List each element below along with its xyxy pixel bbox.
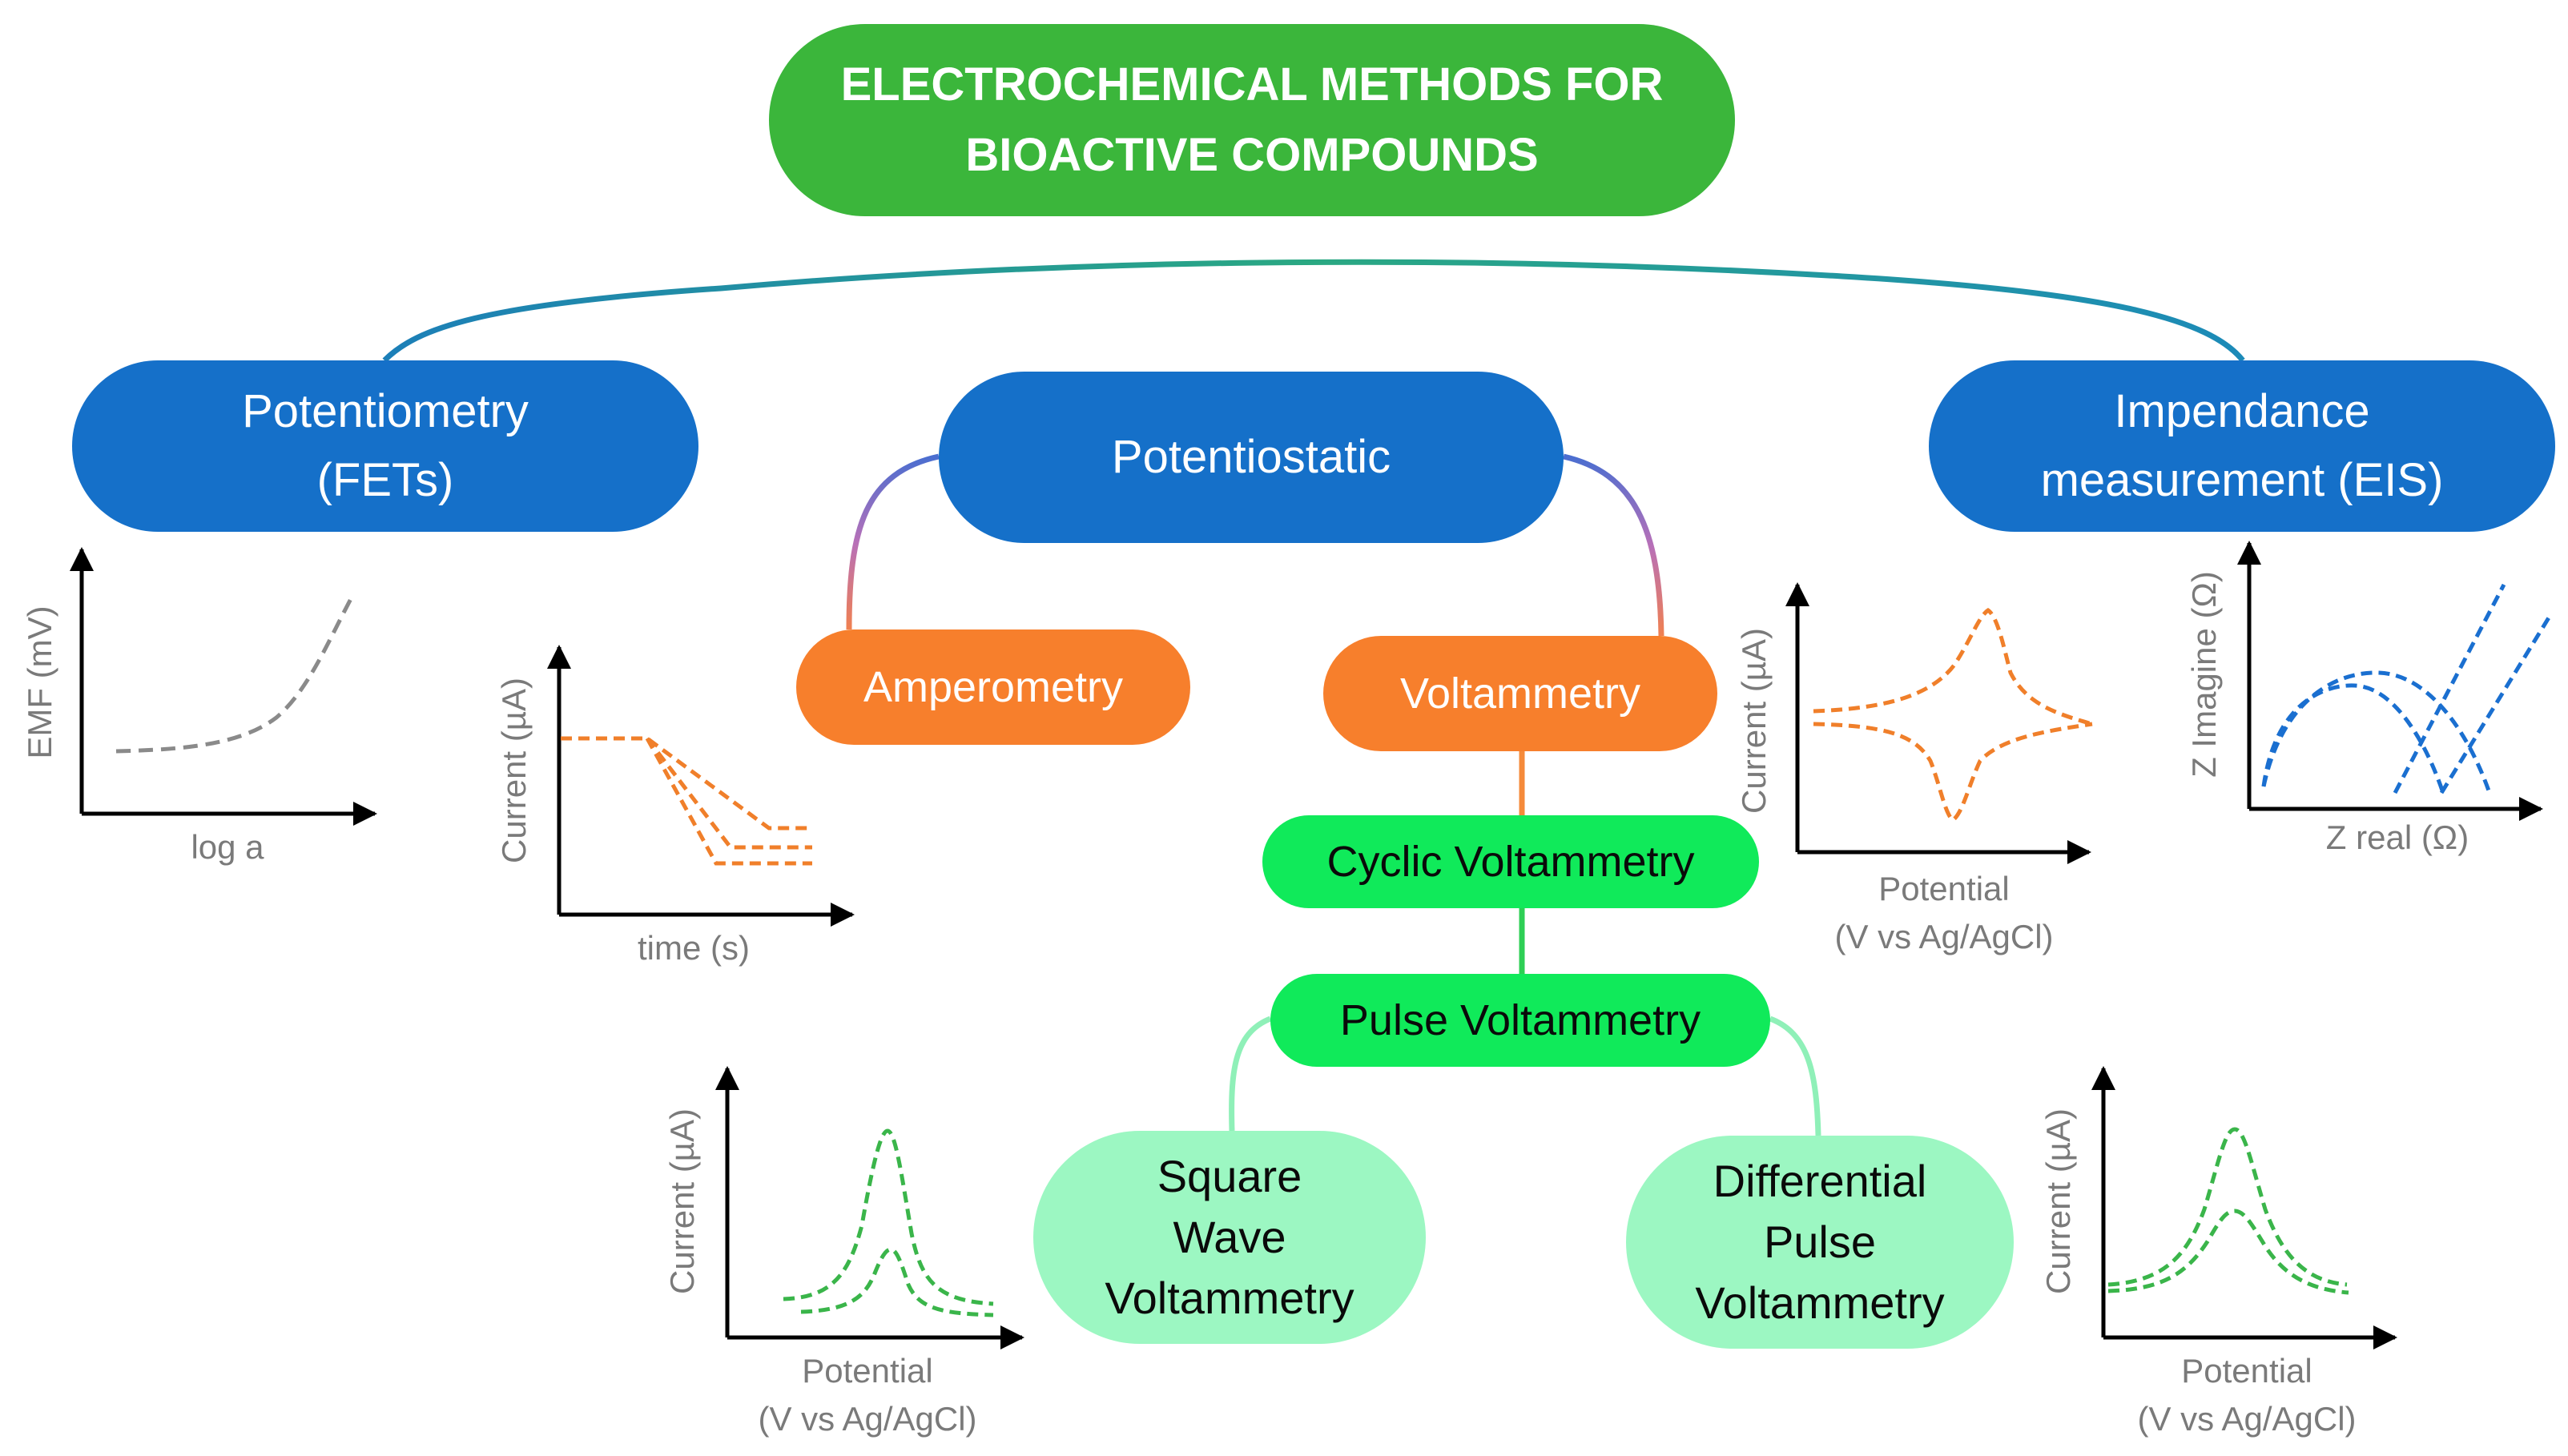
cyclic-graph	[1785, 582, 2093, 864]
differential-x-label-line-2: (V vs Ag/AgCl)	[2137, 1400, 2357, 1438]
square-wave-connector	[1229, 1016, 1272, 1132]
potentiometry-graph	[70, 547, 377, 826]
current-trace-3	[645, 737, 812, 866]
square-wave-line-2: Wave	[1173, 1212, 1286, 1262]
square-wave-node: Square Wave Voltammetry	[1033, 1131, 1426, 1344]
cyclic-x-label-line-2: (V vs Ag/AgCl)	[1834, 918, 2054, 955]
potentiometry-y-label: EMF (mV)	[21, 605, 58, 759]
differential-pulse-node: Differential Pulse Voltammetry	[1626, 1136, 2014, 1349]
differential-x-label: Potential (V vs Ag/AgCl)	[2115, 1347, 2379, 1443]
eis-y-label: Z Imagine (Ω)	[2185, 571, 2223, 778]
differential-line-3: Voltammetry	[1695, 1277, 1945, 1328]
cyclic-voltammetry-node: Cyclic Voltammetry	[1262, 815, 1759, 908]
potentiostatic-label: Potentiostatic	[1111, 431, 1391, 483]
potentiostatic-node: Potentiostatic	[939, 372, 1564, 543]
peak-small	[2107, 1209, 2349, 1295]
square-wave-graph	[715, 1066, 1024, 1349]
square-wave-line-3: Voltammetry	[1105, 1273, 1354, 1323]
square-wave-y-label: Current (µA)	[663, 1108, 701, 1294]
emf-curve	[115, 594, 355, 754]
differential-graph	[2091, 1066, 2397, 1349]
current-trace-1	[561, 736, 812, 831]
amperometry-graph	[547, 645, 855, 927]
differential-line-1: Differential	[1713, 1156, 1927, 1206]
title-line-2: BIOACTIVE COMPOUNDS	[965, 129, 1539, 181]
impedance-node: Impendance measurement (EIS)	[1929, 360, 2555, 532]
eis-x-label: Z real (Ω)	[2325, 818, 2469, 856]
cathodic-branch	[1813, 722, 2093, 823]
eis-graph	[2237, 541, 2553, 821]
potentiometry-x-label: log a	[191, 828, 264, 866]
differential-connector	[1769, 1016, 1821, 1136]
square-wave-x-label: Potential (V vs Ag/AgCl)	[735, 1347, 1000, 1443]
cyclic-x-label: Potential (V vs Ag/AgCl)	[1812, 865, 2076, 961]
voltammetry-connector	[1563, 453, 1664, 637]
peak-small	[800, 1247, 994, 1317]
voltammetry-label: Voltammetry	[1399, 670, 1641, 718]
potentiometry-label: Potentiometry	[242, 385, 529, 437]
cyclic-voltammetry-label: Cyclic Voltammetry	[1326, 838, 1695, 886]
title-line-1: ELECTROCHEMICAL METHODS FOR	[840, 58, 1664, 111]
amperometry-label: Amperometry	[863, 663, 1124, 711]
differential-x-label-line-1: Potential	[2181, 1352, 2312, 1390]
square-wave-x-label-line-1: Potential	[802, 1352, 933, 1390]
amperometry-x-label: time (s)	[638, 929, 750, 967]
nyquist-arc-1	[2261, 683, 2445, 794]
current-trace-2	[646, 737, 812, 850]
peak-large	[2107, 1127, 2348, 1287]
square-wave-x-label-line-2: (V vs Ag/AgCl)	[758, 1400, 977, 1438]
anodic-branch	[1813, 607, 2093, 726]
cyclic-x-label-line-1: Potential	[1878, 870, 2010, 907]
differential-y-label: Current (µA)	[2039, 1108, 2077, 1294]
potentiometry-sublabel: (FETs)	[316, 454, 454, 506]
connector-lines	[382, 215, 2245, 1136]
nyquist-arc-2	[2261, 670, 2492, 794]
amperometry-y-label: Current (µA)	[495, 678, 533, 863]
potentiometry-node: Potentiometry (FETs)	[72, 360, 698, 532]
peak-large	[783, 1128, 994, 1306]
method-arc-line	[382, 259, 2245, 363]
differential-line-2: Pulse	[1763, 1217, 1877, 1267]
amperometry-node: Amperometry	[796, 629, 1190, 745]
warburg-line-1	[2393, 583, 2506, 794]
cyclic-y-label: Current (µA)	[1735, 628, 1773, 814]
impedance-label: Impendance	[2114, 385, 2370, 437]
amperometry-connector	[846, 453, 940, 630]
title-node: ELECTROCHEMICAL METHODS FOR BIOACTIVE CO…	[769, 24, 1735, 216]
impedance-sublabel: measurement (EIS)	[2040, 454, 2444, 506]
voltammetry-node: Voltammetry	[1323, 636, 1717, 751]
pulse-voltammetry-label: Pulse Voltammetry	[1339, 996, 1701, 1044]
square-wave-line-1: Square	[1157, 1151, 1302, 1201]
warburg-line-2	[2439, 613, 2553, 794]
pulse-voltammetry-node: Pulse Voltammetry	[1270, 974, 1770, 1067]
